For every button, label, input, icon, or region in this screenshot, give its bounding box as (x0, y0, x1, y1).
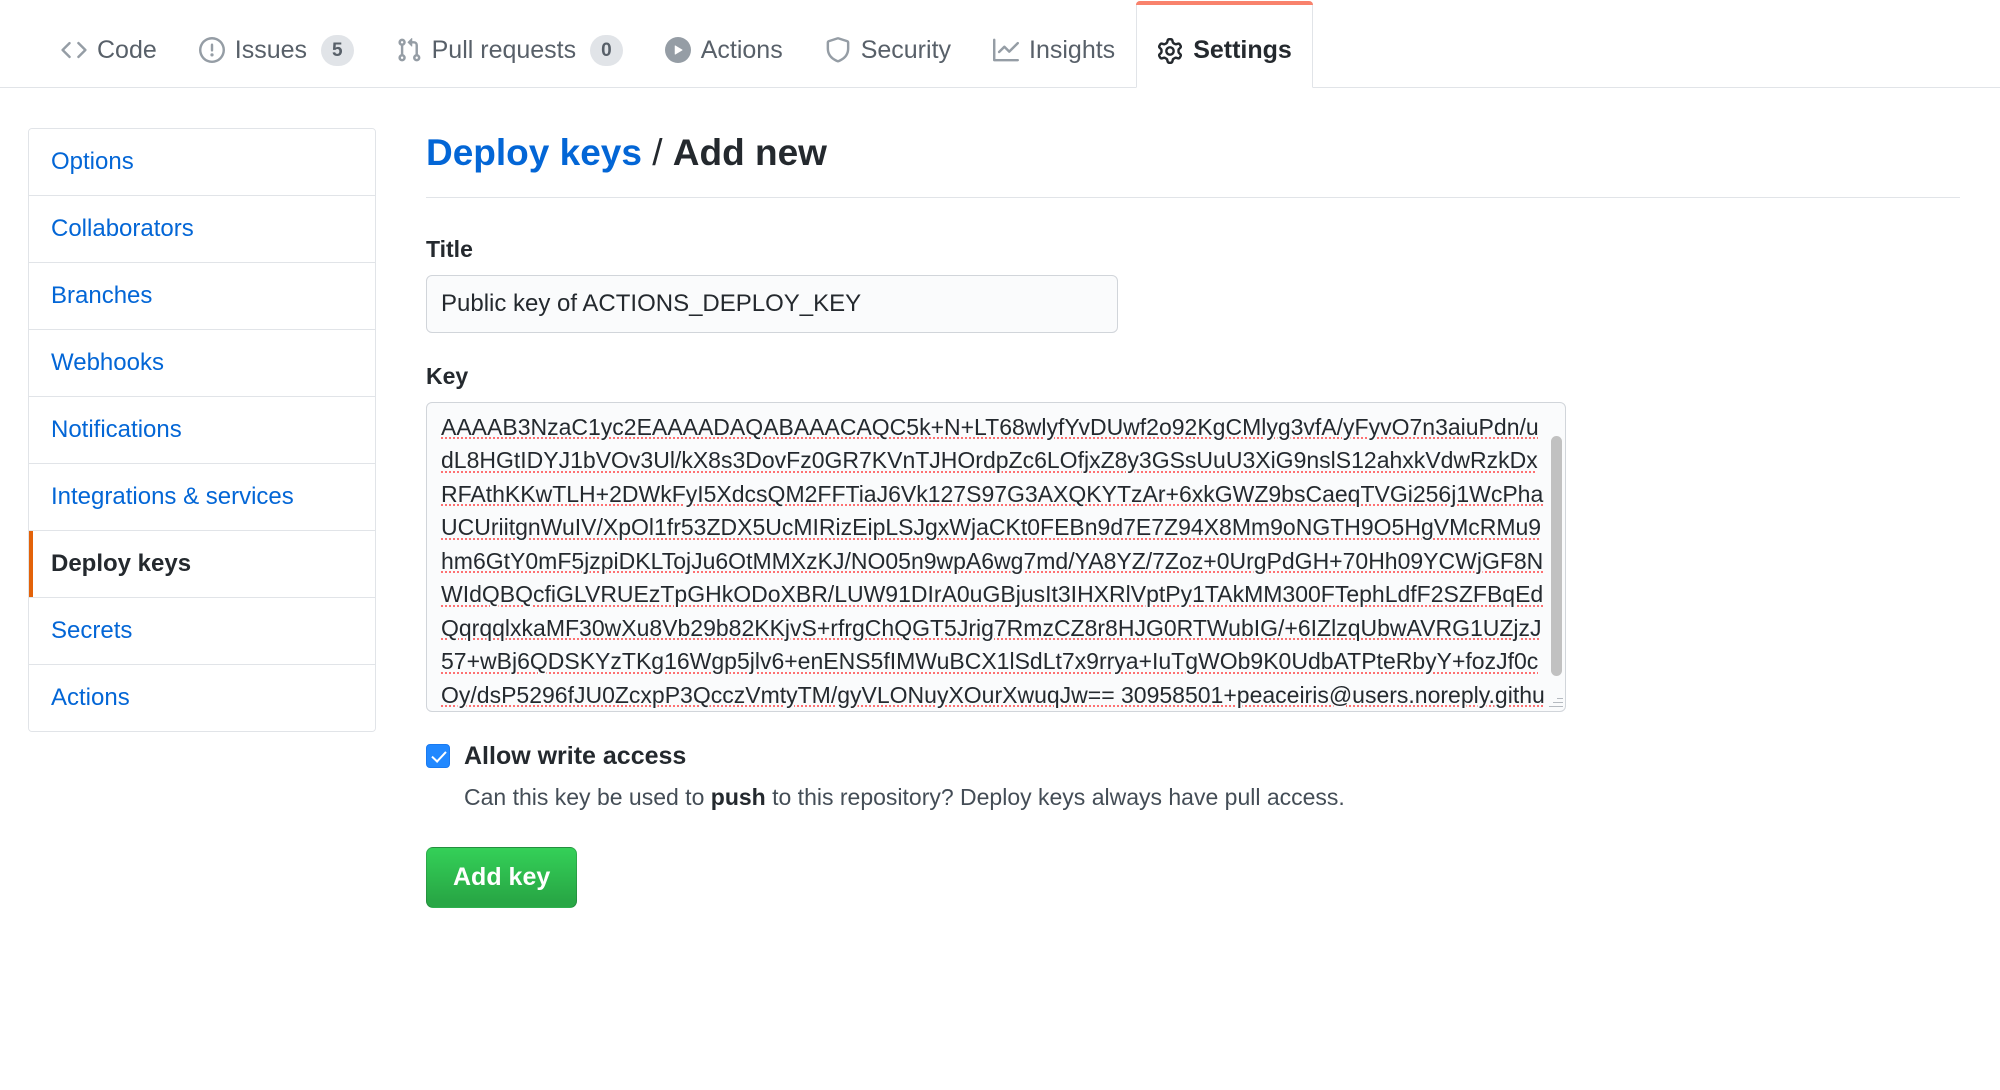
tab-issues-label: Issues (234, 35, 308, 64)
gear-icon (1157, 37, 1183, 64)
tab-code[interactable]: Code (40, 0, 178, 87)
sidebar-item-options[interactable]: Options (29, 129, 375, 196)
tab-insights[interactable]: Insights (972, 0, 1136, 87)
tab-actions-label: Actions (700, 35, 783, 64)
settings-sidebar: Options Collaborators Branches Webhooks … (28, 128, 376, 732)
key-textarea-scrollbar[interactable] (1551, 435, 1562, 676)
issue-opened-icon (198, 37, 225, 63)
tab-code-label: Code (97, 35, 157, 64)
key-textarea[interactable]: AAAAB3NzaC1yc2EAAAADAQABAAACAQC5k+N+LT68… (426, 401, 1566, 712)
sidebar-item-secrets[interactable]: Secrets (29, 598, 375, 665)
sidebar-item-label: Webhooks (51, 349, 164, 376)
page-body: Options Collaborators Branches Webhooks … (0, 88, 2000, 908)
tab-security-label: Security (860, 35, 952, 64)
page-title-separator: / (641, 132, 673, 173)
help-suffix: to this repository? Deploy keys always h… (765, 783, 1345, 810)
key-textarea-wrapper: AAAAB3NzaC1yc2EAAAADAQABAAACAQC5k+N+LT68… (426, 401, 1566, 712)
graph-icon (993, 37, 1020, 63)
tab-settings-label: Settings (1193, 36, 1292, 64)
tab-security[interactable]: Security (804, 0, 972, 87)
page-title: Deploy keys / Add new (426, 132, 1960, 198)
play-icon (664, 37, 691, 63)
title-input[interactable] (426, 274, 1118, 333)
tab-pull-requests-label: Pull requests (431, 35, 577, 64)
sidebar-item-label: Notifications (51, 416, 182, 443)
sidebar-item-deploy-keys[interactable]: Deploy keys (29, 531, 375, 598)
issues-count-badge: 5 (321, 34, 354, 66)
key-field-block: Key AAAAB3NzaC1yc2EAAAADAQABAAACAQC5k+N+… (426, 363, 1960, 712)
sidebar-item-label: Options (51, 148, 134, 175)
sidebar-item-integrations-services[interactable]: Integrations & services (29, 464, 375, 531)
help-bold-push: push (710, 783, 766, 810)
sidebar-item-label: Deploy keys (51, 550, 192, 577)
tab-pull-requests[interactable]: Pull requests 0 (375, 0, 644, 87)
shield-icon (825, 37, 851, 63)
allow-write-access-checkbox[interactable] (426, 744, 450, 769)
sidebar-item-branches[interactable]: Branches (29, 263, 375, 330)
page-title-current: Add new (672, 132, 827, 173)
tab-settings[interactable]: Settings (1136, 1, 1313, 88)
sidebar-item-label: Collaborators (51, 215, 194, 242)
allow-write-access-label[interactable]: Allow write access (464, 741, 687, 770)
sidebar-item-label: Branches (51, 282, 153, 309)
allow-write-access-row: Allow write access (426, 742, 1960, 771)
title-field-label: Title (426, 235, 473, 262)
code-icon (61, 37, 87, 63)
title-field-block: Title (426, 236, 1960, 333)
sidebar-item-collaborators[interactable]: Collaborators (29, 196, 375, 263)
add-key-button[interactable]: Add key (426, 846, 578, 908)
allow-write-access-help: Can this key be used to push to this rep… (464, 781, 1960, 813)
sidebar-item-label: Secrets (51, 617, 133, 644)
key-field-label: Key (426, 362, 469, 389)
sidebar-item-notifications[interactable]: Notifications (29, 397, 375, 464)
sidebar-item-label: Integrations & services (51, 483, 294, 510)
pull-requests-count-badge: 0 (590, 34, 623, 66)
sidebar-item-actions[interactable]: Actions (29, 665, 375, 731)
tab-issues[interactable]: Issues 5 (178, 0, 375, 87)
main-content: Deploy keys / Add new Title Key AAAAB3Nz… (426, 128, 1960, 908)
help-prefix: Can this key be used to (464, 783, 711, 810)
sidebar-item-webhooks[interactable]: Webhooks (29, 330, 375, 397)
git-pull-request-icon (396, 37, 422, 63)
repo-nav: Code Issues 5 Pull requests 0 Actions Se… (0, 0, 2000, 88)
tab-insights-label: Insights (1029, 35, 1116, 64)
tab-actions[interactable]: Actions (644, 0, 804, 87)
sidebar-item-label: Actions (51, 684, 130, 711)
page-title-link[interactable]: Deploy keys (426, 132, 642, 173)
